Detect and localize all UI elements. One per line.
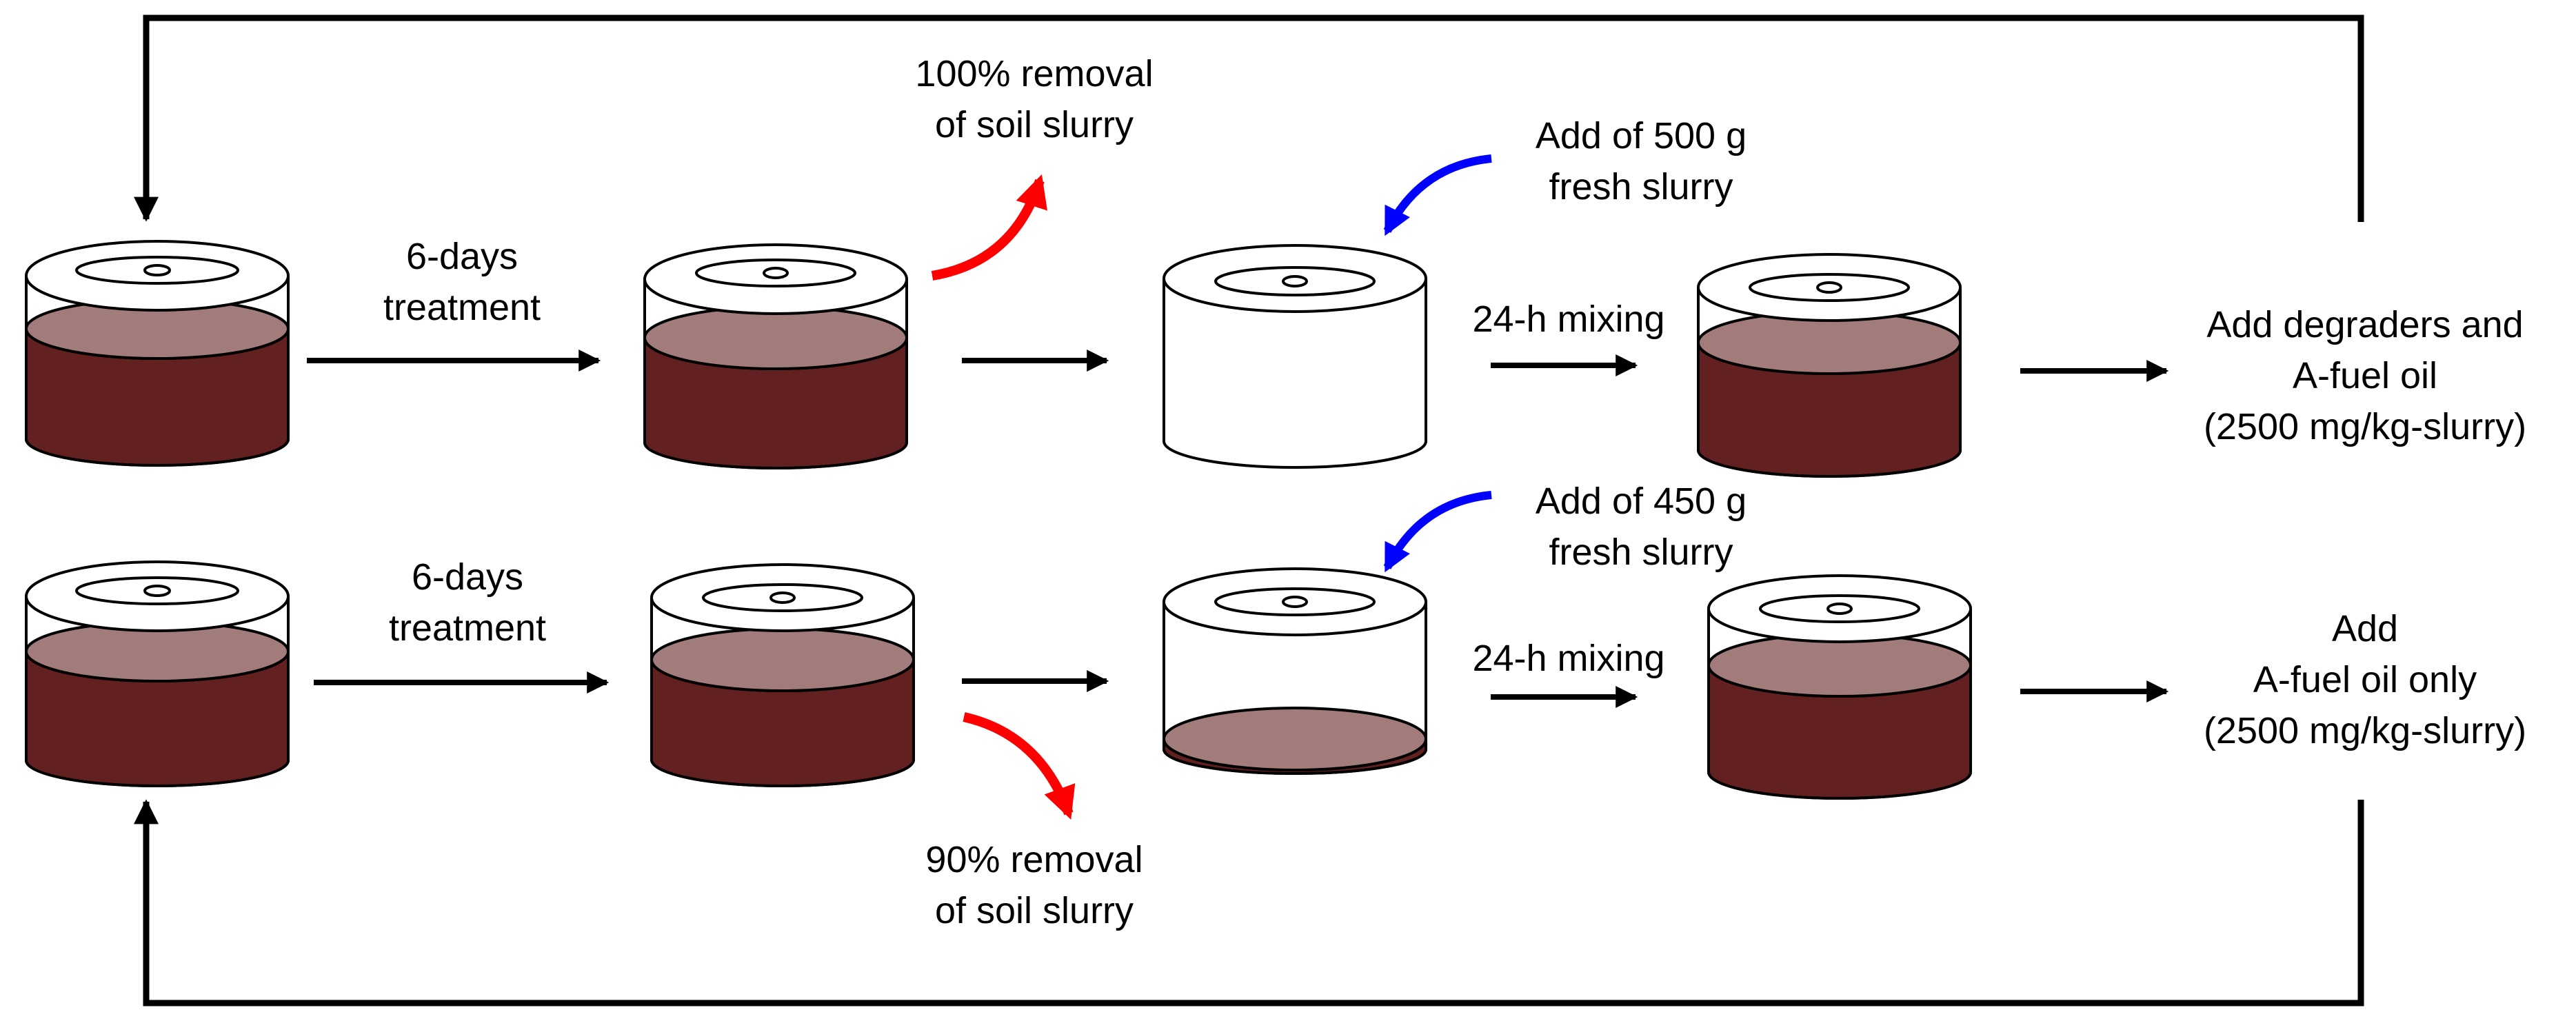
top-reactor-treated [643, 243, 908, 469]
bottom-add-arrow [1383, 491, 1492, 573]
top-add-arrow [1383, 154, 1492, 236]
bottom-reactor-initial [25, 560, 290, 787]
top-reactor-emptied [1163, 244, 1427, 469]
bottom-add-label: Add of 450 g fresh slurry [1535, 480, 1747, 573]
bottom-final-label: Add A-fuel oil only (2500 mg/kg-slurry) [2203, 608, 2527, 751]
bottom-removal-label: 90% removal of soil slurry [925, 839, 1143, 931]
bottom-mixing-label: 24-h mixing [1472, 638, 1665, 679]
top-removal-label: 100% removal of soil slurry [915, 53, 1154, 145]
top-add-label: Add of 500 g fresh slurry [1535, 115, 1747, 208]
bottom-reactor-refilled [1707, 574, 1972, 800]
bottom-reactor-residual [1163, 567, 1427, 775]
top-treatment-label: 6-days treatment [383, 236, 541, 328]
bottom-reactor-treated [650, 563, 915, 787]
top-reactor-initial [25, 240, 290, 467]
top-final-label: Add degraders and A-fuel oil (2500 mg/kg… [2203, 304, 2527, 447]
top-reactor-refilled [1697, 253, 1962, 478]
top-loop-line [134, 14, 2364, 222]
bottom-treatment-label: 6-days treatment [388, 556, 547, 649]
top-removal-arrow [931, 174, 1047, 281]
bottom-removal-arrow [963, 712, 1076, 820]
top-mixing-label: 24-h mixing [1472, 299, 1665, 340]
bottom-loop-line [134, 799, 2364, 1006]
